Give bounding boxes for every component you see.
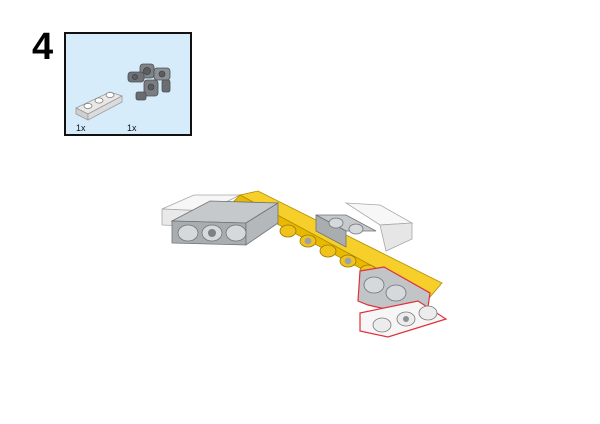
assembly-illustration <box>161 190 448 338</box>
step-number: 4 <box>32 26 54 68</box>
gray-frame-left <box>170 200 280 246</box>
gray-frame-right <box>315 214 377 248</box>
gray-connector-part <box>127 63 171 101</box>
parts-illustration <box>75 63 171 121</box>
part-quantity: 1x <box>127 123 137 133</box>
parts-callout: 1x 1x <box>64 32 192 136</box>
new-part-highlight <box>357 266 448 338</box>
white-beam-right <box>344 202 414 252</box>
white-beam-part <box>75 91 124 121</box>
part-quantity: 1x <box>76 123 86 133</box>
